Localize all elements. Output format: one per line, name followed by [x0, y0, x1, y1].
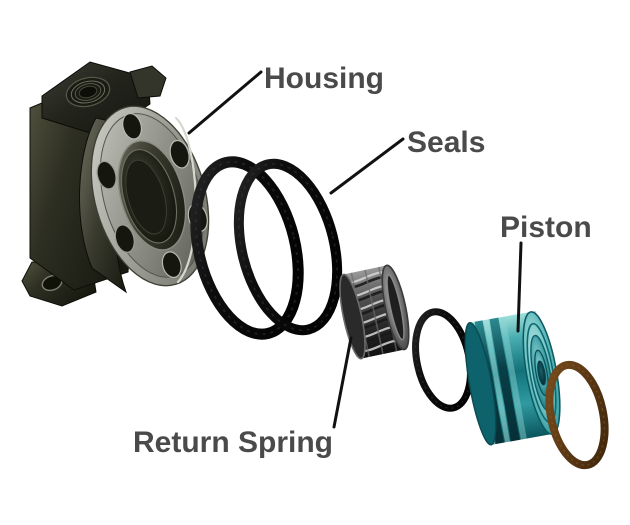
- housing-port-thread-1: [70, 80, 106, 104]
- o-ring-seal-brown-sheen: [548, 364, 606, 466]
- piston-bore: [537, 360, 546, 386]
- housing-bolt-hole: [114, 224, 135, 253]
- o-ring-seal-sheen: [194, 160, 300, 336]
- housing-bolt-hole: [96, 160, 117, 190]
- component-seal-large-rear: [190, 156, 304, 340]
- label-piston: Piston: [500, 211, 592, 244]
- component-seal-large-front: [233, 158, 343, 336]
- housing-port-thread-2: [74, 83, 102, 101]
- housing-leader-line: [187, 70, 263, 135]
- piston-leader-line: [516, 241, 523, 333]
- o-ring-seal-brown: [545, 360, 609, 470]
- component-return-spring: [339, 264, 410, 360]
- spring-front-bore: [386, 274, 405, 341]
- housing-port-bore: [78, 85, 98, 99]
- housing-bolt-hole: [122, 112, 143, 140]
- return-spring-leader-line: [332, 336, 353, 429]
- leader-lines: [187, 70, 523, 429]
- housing-bore-inner: [125, 159, 167, 235]
- component-housing: [21, 61, 210, 307]
- o-ring-seal: [233, 158, 343, 336]
- o-ring-seal: [190, 156, 304, 340]
- piston-land-highlight: [483, 319, 510, 443]
- piston-groove: [489, 317, 520, 442]
- piston-rear-rim: [464, 321, 497, 446]
- seals-leader-line: [329, 137, 405, 195]
- label-seals: Seals: [407, 126, 485, 159]
- o-ring-seal-sheen: [237, 162, 339, 332]
- labels: Housing Seals Piston Return Spring: [133, 62, 592, 459]
- housing-upper-boss: [129, 65, 167, 99]
- label-housing: Housing: [264, 62, 384, 95]
- housing-bolt-hole: [169, 139, 190, 169]
- component-seal-brown: [545, 360, 609, 470]
- label-return-spring: Return Spring: [133, 426, 333, 459]
- piston-land-highlight: [499, 316, 527, 440]
- housing-bolt-hole: [161, 251, 182, 278]
